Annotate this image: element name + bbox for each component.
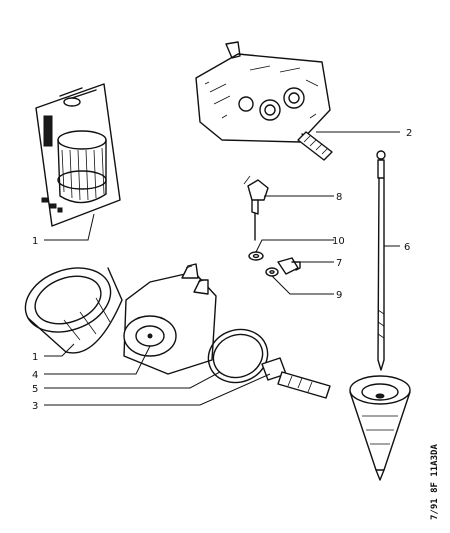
callout-8: 8 [336, 192, 342, 203]
drawing-reference-code: 7/91 8F 11A3DA [430, 444, 440, 520]
part-4-illustration [123, 263, 217, 375]
callout-7: 7 [336, 258, 342, 269]
callout-1-filter: 1 [32, 352, 38, 363]
part-3-illustration [261, 357, 331, 399]
engine-block-illustration [195, 41, 331, 143]
callout-5: 5 [32, 384, 38, 395]
part-5-illustration [207, 328, 269, 384]
part-2-illustration [297, 131, 333, 161]
callout-1-packaged-filter: 1 [32, 236, 38, 247]
callout-2: 2 [406, 128, 412, 139]
part-6-illustration [376, 150, 386, 371]
part-9-illustration [265, 267, 279, 277]
callout-9: 9 [336, 290, 342, 301]
callout-6: 6 [404, 242, 410, 253]
packaged-filter-illustration [35, 83, 121, 227]
part-8-illustration [243, 175, 269, 241]
dipstick-funnel-illustration [349, 375, 411, 481]
callout-10: 10 [332, 236, 345, 247]
callout-3: 3 [32, 401, 38, 412]
leader-lines [44, 131, 400, 406]
part-10-illustration [248, 251, 264, 261]
part-7-illustration [277, 257, 301, 275]
part-1-illustration [24, 267, 123, 354]
callout-4: 4 [32, 370, 38, 381]
